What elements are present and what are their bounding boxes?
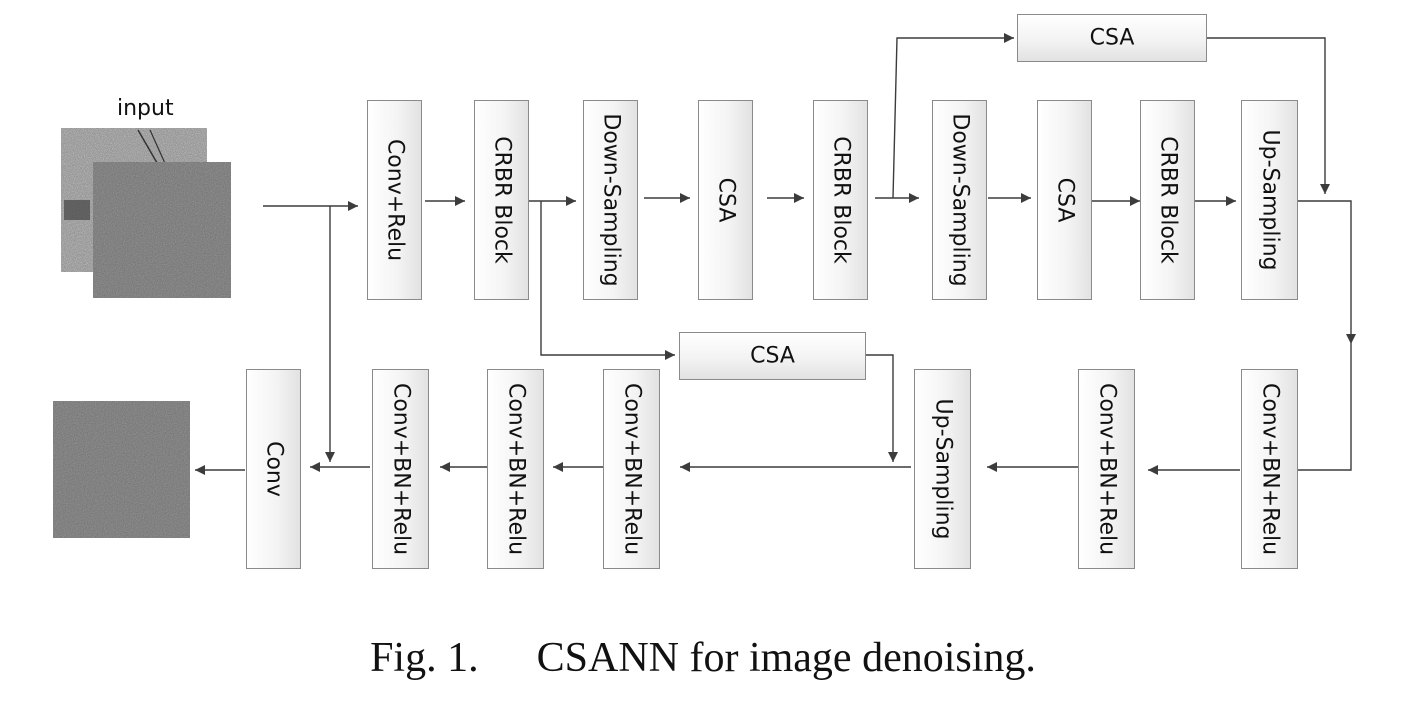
conv-bn-relu-block-1: Conv+BN+Relu bbox=[1241, 369, 1298, 569]
conv-bn-relu-block-2: Conv+BN+Relu bbox=[1078, 369, 1135, 569]
crbr-block-3: CRBR Block bbox=[1140, 100, 1195, 300]
conv-output-block: Conv bbox=[246, 369, 301, 569]
conv-bn-relu-block-5: Conv+BN+Relu bbox=[372, 369, 429, 569]
up-sampling-1-label: Up-Sampling bbox=[1257, 129, 1282, 271]
up-sampling-block-2: Up-Sampling bbox=[914, 369, 971, 569]
conv-bn-relu-2-label: Conv+BN+Relu bbox=[1094, 382, 1119, 556]
crbr-block-3-label: CRBR Block bbox=[1155, 136, 1180, 264]
figure-caption: Fig. 1. CSANN for image denoising. bbox=[0, 634, 1406, 682]
crbr-block-2-label: CRBR Block bbox=[828, 136, 853, 264]
conv-output-label: Conv bbox=[261, 441, 286, 497]
conv-bn-relu-block-3: Conv+BN+Relu bbox=[603, 369, 660, 569]
csa-2-label: CSA bbox=[1052, 177, 1077, 223]
conv-relu-label: Conv+Relu bbox=[382, 138, 407, 262]
csa-skip-top-block: CSA bbox=[1017, 14, 1207, 62]
crbr-block-1-label: CRBR Block bbox=[489, 136, 514, 264]
down-sampling-1-label: Down-Sampling bbox=[598, 113, 623, 287]
crbr-block-1: CRBR Block bbox=[474, 100, 529, 300]
skip-mid-to-csa bbox=[540, 201, 675, 360]
conv-bn-relu-1-label: Conv+BN+Relu bbox=[1257, 382, 1282, 556]
csa-skip-mid-label: CSA bbox=[750, 343, 795, 369]
conv-bn-relu-4-label: Conv+BN+Relu bbox=[503, 382, 528, 556]
crbr-block-2: CRBR Block bbox=[813, 100, 868, 300]
conv-bn-relu-block-4: Conv+BN+Relu bbox=[487, 369, 544, 569]
conv-relu-block: Conv+Relu bbox=[367, 100, 422, 300]
csa-block-2: CSA bbox=[1037, 100, 1092, 300]
input-label: input bbox=[117, 96, 174, 121]
down-sampling-block-2: Down-Sampling bbox=[932, 100, 987, 300]
output-image bbox=[53, 401, 190, 538]
input-image-front bbox=[93, 162, 231, 298]
figure-number: Fig. 1. bbox=[370, 635, 479, 681]
csa-skip-mid-block: CSA bbox=[679, 332, 866, 380]
csa-block-1: CSA bbox=[698, 100, 753, 300]
down-sampling-2-label: Down-Sampling bbox=[947, 113, 972, 287]
skip-top-to-csa bbox=[892, 33, 1014, 199]
csa-1-label: CSA bbox=[713, 177, 738, 223]
skip-mid-from-csa bbox=[866, 354, 898, 462]
figure-caption-text: CSANN for image denoising. bbox=[536, 635, 1036, 681]
flow-up1-to-bottom bbox=[1298, 200, 1356, 344]
up-sampling-block-1: Up-Sampling bbox=[1241, 100, 1298, 300]
conv-bn-relu-3-label: Conv+BN+Relu bbox=[619, 382, 644, 556]
up-sampling-2-label: Up-Sampling bbox=[930, 398, 955, 540]
csa-skip-top-label: CSA bbox=[1089, 25, 1135, 51]
flow-bottom-right-in bbox=[1298, 344, 1352, 471]
skip-top-from-csa bbox=[1207, 37, 1330, 194]
down-sampling-block-1: Down-Sampling bbox=[583, 100, 638, 300]
conv-bn-relu-5-label: Conv+BN+Relu bbox=[388, 382, 413, 556]
